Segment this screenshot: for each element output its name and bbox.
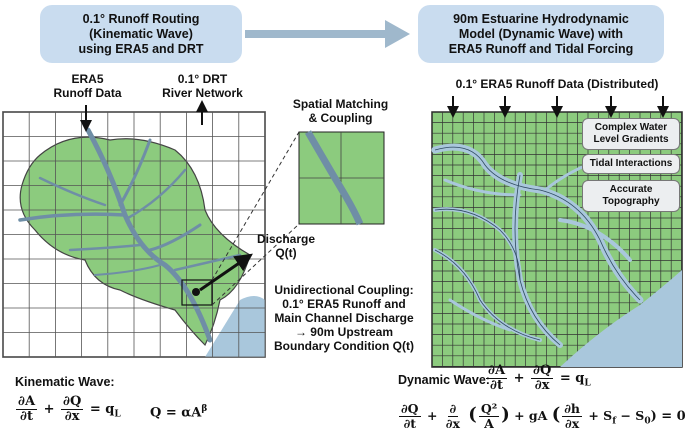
discharge-line1: Discharge: [256, 232, 316, 246]
frac-dA-dt-2: ∂A∂t: [486, 363, 508, 393]
spatial-line2: & Coupling: [308, 111, 373, 125]
den-dt-3: ∂t: [403, 416, 417, 431]
num-dA: ∂A: [16, 394, 38, 410]
num-Q2: Q²: [478, 401, 500, 417]
sub-L-2: L: [584, 378, 591, 389]
coupling-line1: Unidirectional Coupling:: [274, 283, 414, 297]
frac-dQ-dx: ∂Q∂x: [61, 394, 84, 424]
discharge-line2: Q(t): [275, 246, 297, 260]
den-dx-2: ∂x: [534, 378, 550, 393]
num-dQ-2: ∂Q: [531, 363, 554, 379]
q-alpha-text: Q = αA: [150, 405, 202, 421]
drt-line1: 0.1° DRT: [177, 72, 228, 86]
era5-runoff-line1: ERA5: [71, 72, 104, 86]
dynamic-continuity-equation: ∂A∂t + ∂Q∂x = qL: [484, 364, 591, 393]
den-dx-3: ∂x: [445, 416, 460, 431]
catchment-map: [2, 111, 266, 358]
eq-zero: ) = 0: [650, 409, 685, 424]
left-header-box: 0.1° Runoff Routing (Kinematic Wave) usi…: [40, 5, 242, 63]
tag-tidal-interactions: Tidal Interactions: [582, 154, 680, 174]
plus-sign-3: +: [426, 408, 438, 423]
kinematic-title: Kinematic Wave:: [15, 375, 115, 389]
right-header-line2: Model (Dynamic Wave) with: [458, 26, 624, 41]
right-header-line3: ERA5 Runoff and Tidal Forcing: [448, 41, 634, 56]
num-dh: ∂h: [562, 401, 582, 417]
tag-accurate-topography: Accurate Topography: [582, 180, 680, 212]
spatial-matching-label: Spatial Matching & Coupling: [283, 97, 398, 125]
sf-term: + S: [588, 408, 613, 423]
tag-gradients-line1: Complex Water: [594, 122, 668, 133]
sub-L: L: [114, 409, 121, 420]
tag-tidal-text: Tidal Interactions: [589, 158, 673, 169]
frac-d-dx: ∂∂x: [444, 402, 462, 431]
discharge-label: Discharge Q(t): [246, 232, 326, 260]
coupling-line3: Main Channel Discharge: [274, 311, 414, 325]
frac-dA-dt: ∂A∂t: [16, 394, 38, 424]
num-dQ: ∂Q: [61, 394, 84, 410]
drt-line2: River Network: [162, 86, 243, 100]
frac-dh-dx: ∂h∂x: [562, 402, 582, 431]
left-header-line3: using ERA5 and DRT: [78, 41, 204, 56]
den-A: A: [484, 416, 494, 431]
estuary-map: [431, 111, 683, 368]
sub-0: 0: [644, 416, 651, 427]
gA-term: + gA: [514, 408, 548, 423]
den-dx: ∂x: [64, 409, 80, 424]
coupling-line5: Boundary Condition Q(t): [274, 339, 414, 353]
coupling-line4: → 90m Upstream: [294, 325, 394, 339]
coupling-line2: 0.1° ERA5 Runoff and: [282, 297, 406, 311]
frac-dQ-dx-2: ∂Q∂x: [531, 363, 554, 393]
frac-dQ-dt: ∂Q∂t: [399, 402, 421, 431]
right-header-box: 90m Estuarine Hydrodynamic Model (Dynami…: [418, 5, 664, 63]
drt-label: 0.1° DRT River Network: [150, 72, 255, 100]
s0-term: − S: [620, 408, 645, 423]
dynamic-title: Dynamic Wave:: [398, 373, 490, 387]
den-dt-2: ∂t: [490, 378, 503, 393]
den-dx-4: ∂x: [565, 416, 580, 431]
kinematic-equation: ∂A∂t + ∂Q∂x = qL: [14, 395, 121, 424]
source-term: = q: [89, 402, 115, 417]
era5-runoff-line2: Runoff Data: [53, 86, 122, 100]
tag-gradients-line2: Level Gradients: [593, 134, 669, 145]
plus-sign: +: [43, 402, 55, 417]
tag-topo-line1: Accurate: [609, 184, 653, 195]
tag-water-level-gradients: Complex Water Level Gradients: [582, 118, 680, 150]
den-dt: ∂t: [20, 409, 33, 424]
process-arrow: [245, 20, 410, 48]
coupling-label: Unidirectional Coupling: 0.1° ERA5 Runof…: [264, 283, 424, 353]
right-header-line1: 90m Estuarine Hydrodynamic: [453, 11, 629, 26]
left-header-line1: 0.1° Runoff Routing: [82, 11, 200, 26]
sup-beta: β: [201, 404, 208, 414]
spatial-line1: Spatial Matching: [292, 97, 389, 111]
era5-runoff-label: ERA5 Runoff Data: [40, 72, 135, 100]
num-dA-2: ∂A: [486, 363, 508, 379]
sub-f: f: [612, 416, 617, 427]
tag-topo-line2: Topography: [602, 196, 660, 207]
distributed-label: 0.1° ERA5 Runoff Data (Distributed): [455, 77, 659, 91]
source-term-2: = q: [559, 371, 585, 386]
left-header-line2: (Kinematic Wave): [89, 26, 193, 41]
zoom-inset: [298, 130, 385, 226]
num-d: ∂: [447, 401, 459, 417]
plus-sign-2: +: [513, 371, 525, 386]
num-dQ-3: ∂Q: [399, 401, 421, 417]
power-law-equation: Q = αAβ: [150, 404, 207, 420]
